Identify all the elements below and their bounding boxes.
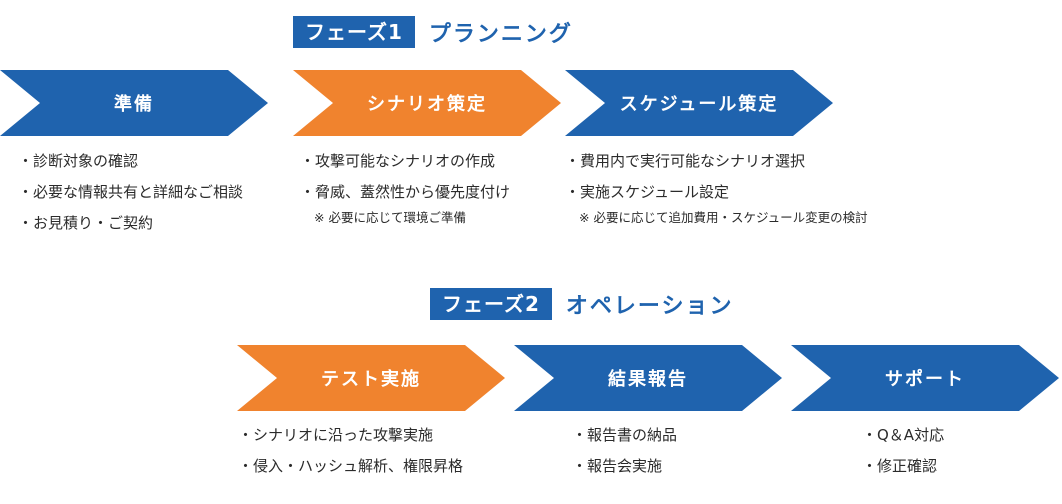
step-arrow-schedule-planning: スケジュール策定	[565, 70, 833, 136]
step-notes-preparation: ・診断対象の確認 ・必要な情報共有と詳細なご相談 ・お見積り・ご契約	[18, 146, 243, 239]
step-label: テスト実施	[321, 369, 421, 390]
bullet-item: ・報告会実施	[572, 457, 663, 475]
step-label: 準備	[114, 94, 154, 115]
step-arrow-scenario-planning: シナリオ策定	[293, 70, 561, 136]
phase-1-badge: フェーズ1	[293, 16, 415, 48]
bullet-item: ・必要な情報共有と詳細なご相談	[18, 183, 244, 201]
step-notes-scenario-planning: ・攻撃可能なシナリオの作成 ・脅威、蓋然性から優先度付け ※ 必要に応じて環境ご…	[300, 146, 510, 227]
bullet-item: ・修正確認	[862, 457, 938, 475]
bullet-item: ・侵入・ハッシュ解析、権限昇格	[238, 457, 464, 475]
note-item: ※ 必要に応じて環境ご準備	[314, 210, 466, 225]
phase-2-title: オペレーション	[565, 294, 734, 319]
bullet-item: ・シナリオに沿った攻撃実施	[238, 426, 434, 444]
step-notes-support: ・Q＆A対応 ・修正確認	[862, 420, 944, 482]
step-notes-schedule-planning: ・費用内で実行可能なシナリオ選択 ・実施スケジュール設定 ※ 必要に応じて追加費…	[565, 146, 868, 227]
bullet-item: ・攻撃可能なシナリオの作成	[300, 152, 496, 170]
bullet-item: ・診断対象の確認	[18, 152, 139, 170]
phase-2-header: フェーズ2 オペレーション	[430, 288, 733, 320]
step-notes-test-execution: ・シナリオに沿った攻撃実施 ・侵入・ハッシュ解析、権限昇格	[238, 420, 463, 482]
bullet-item: ・報告書の納品	[572, 426, 678, 444]
note-item: ※ 必要に応じて追加費用・スケジュール変更の検討	[579, 210, 868, 225]
bullet-item: ・お見積り・ご契約	[18, 214, 154, 232]
bullet-item: ・Q＆A対応	[862, 426, 945, 444]
bullet-item: ・実施スケジュール設定	[565, 183, 729, 201]
step-label: 結果報告	[608, 369, 688, 390]
phase-2-badge: フェーズ2	[430, 288, 552, 320]
step-label: シナリオ策定	[367, 94, 487, 115]
step-label: サポート	[885, 369, 965, 390]
step-arrow-preparation: 準備	[0, 70, 268, 136]
phase-1-header: フェーズ1 プランニング	[293, 16, 573, 48]
step-arrow-result-report: 結果報告	[514, 345, 782, 411]
bullet-item: ・費用内で実行可能なシナリオ選択	[565, 152, 806, 170]
step-arrow-test-execution: テスト実施	[237, 345, 505, 411]
phase-1-title: プランニング	[428, 22, 573, 47]
step-notes-result-report: ・報告書の納品 ・報告会実施	[572, 420, 677, 482]
step-arrow-support: サポート	[791, 345, 1059, 411]
bullet-item: ・脅威、蓋然性から優先度付け	[300, 183, 511, 201]
step-label: スケジュール策定	[619, 94, 779, 115]
